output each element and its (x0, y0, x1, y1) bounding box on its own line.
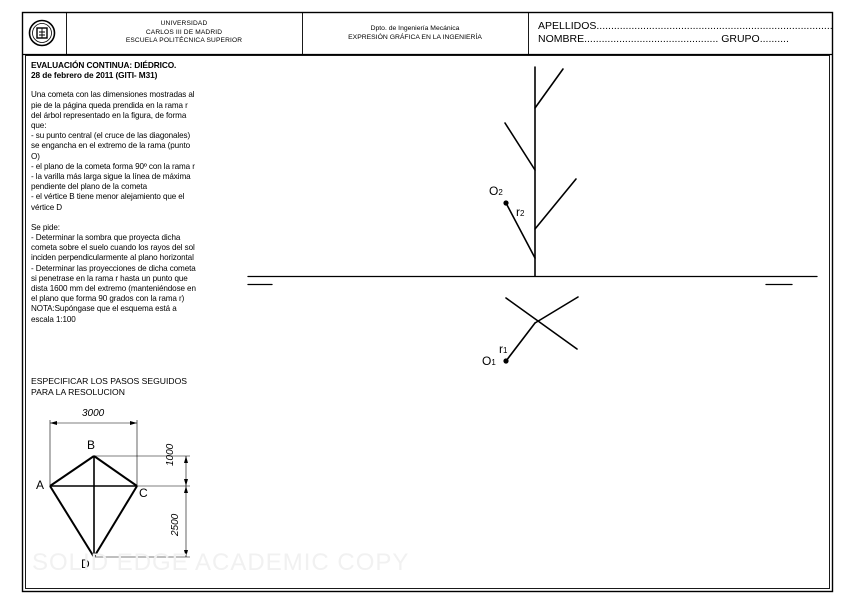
dim-arrow (184, 479, 188, 486)
statement-line: - su punto central (el cruce de las diag… (31, 131, 191, 141)
branch-plan (534, 296, 579, 324)
statement-line: del árbol representado en la figura, de … (31, 110, 187, 120)
note-line: escala 1:100 (31, 314, 76, 324)
university-seal-icon (28, 19, 56, 47)
branch-elevation (534, 68, 564, 109)
request-line: Se pide: (31, 222, 60, 232)
request-line: cometa sobre el suelo cuando los rayos d… (31, 243, 195, 253)
request-line: - Determinar la sombra que proyecta dich… (31, 233, 181, 243)
branch-elevation (504, 122, 536, 171)
university-name: UNIVERSIDAD CARLOS III DE MADRID ESCUELA… (66, 12, 302, 54)
department-name: Dpto. de Ingeniería Mecánica EXPRESIÓN G… (302, 12, 528, 54)
vertex-a-label: A (36, 478, 45, 492)
surname-field[interactable]: APELLIDOS...............................… (538, 20, 833, 32)
statement-line: pendiente del plano de la cometa (31, 182, 148, 192)
name-group-field[interactable]: NOMBRE..................................… (538, 33, 789, 45)
branch-r-elevation (505, 202, 536, 259)
request-line: dista 1600 mm del extremo (manteniéndose… (31, 284, 196, 294)
branch-r2-label: r2 (516, 205, 525, 219)
vertex-c-label: C (139, 486, 148, 500)
statement-line: Una cometa con las dimensiones mostradas… (31, 90, 195, 100)
statement-line: pie de la página queda prendida en la ra… (31, 100, 188, 110)
kite-edge-bc (93, 455, 138, 487)
steps-instruction: ESPECIFICAR LOS PASOS SEGUIDOS PARA LA R… (31, 376, 187, 397)
kite-edge-cd (93, 485, 138, 558)
student-fields: APELLIDOS...............................… (528, 12, 833, 54)
exercise-date: 28 de febrero de 2011 (GITI- M31) (31, 70, 158, 81)
branch-elevation (534, 178, 577, 230)
request-line: el plano que forma 90 grados con la rama… (31, 294, 185, 304)
dim-arrow (50, 421, 57, 425)
note-line: NOTA:Supóngase que el esquema está a (31, 304, 177, 314)
request-line: inciden perpendicularmente al plano hori… (31, 253, 194, 263)
dim-arrow (130, 421, 137, 425)
request-line: si penetrase en la rama r hasta un punto… (31, 273, 188, 283)
point-o1-label: O1 (482, 354, 496, 368)
statement-line: vértice D (31, 202, 63, 212)
vertex-d-label: D (81, 557, 90, 571)
dim-arrow (184, 486, 188, 493)
steps-line: ESPECIFICAR LOS PASOS SEGUIDOS (31, 376, 188, 386)
course-line: EXPRESIÓN GRÁFICA EN LA INGENIERÍA (348, 34, 482, 41)
statement-line: que: (31, 121, 47, 131)
dim-arrow (184, 456, 188, 463)
university-line: ESCUELA POLITÉCNICA SUPERIOR (125, 37, 243, 45)
statement-line: - el vértice B tiene menor alejamiento q… (31, 192, 185, 202)
university-line: CARLOS III DE MADRID (145, 28, 223, 36)
vertex-b-label: B (87, 438, 96, 452)
dim-arrow (184, 550, 188, 557)
branch-r1-label: r1 (499, 342, 508, 356)
request-line: - Determinar las proyecciones de dicha c… (31, 263, 196, 273)
dim-width-label: 3000 (82, 408, 105, 419)
steps-line: PARA LA RESOLUCION (31, 386, 125, 397)
branch-plan (505, 297, 578, 350)
kite-edge-da (49, 485, 95, 558)
university-line: UNIVERSIDAD (160, 20, 208, 28)
statement-line: O) (31, 151, 40, 161)
watermark: SOLID EDGE ACADEMIC COPY (32, 549, 410, 576)
point-o2-label: O2 (489, 184, 503, 198)
point-o-plan (503, 358, 509, 364)
kite-edge-ab (49, 455, 95, 487)
statement-line: se engancha en el extremo de la rama (pu… (31, 141, 191, 151)
department-line: Dpto. de Ingeniería Mecánica (370, 25, 460, 32)
exercise-title: EVALUACIÓN CONTINUA: DIÉDRICO. (31, 60, 177, 70)
exercise-statement: EVALUACIÓN CONTINUA: DIÉDRICO. 28 de feb… (31, 60, 247, 325)
statement-line: - el plano de la cometa forma 90º con la… (31, 161, 195, 171)
branch-r-plan (505, 322, 536, 362)
statement-line: - la varilla más larga sigue la línea de… (31, 172, 191, 182)
point-o-elevation (503, 200, 509, 206)
title-block: UNIVERSIDAD CARLOS III DE MADRID ESCUELA… (22, 12, 833, 54)
